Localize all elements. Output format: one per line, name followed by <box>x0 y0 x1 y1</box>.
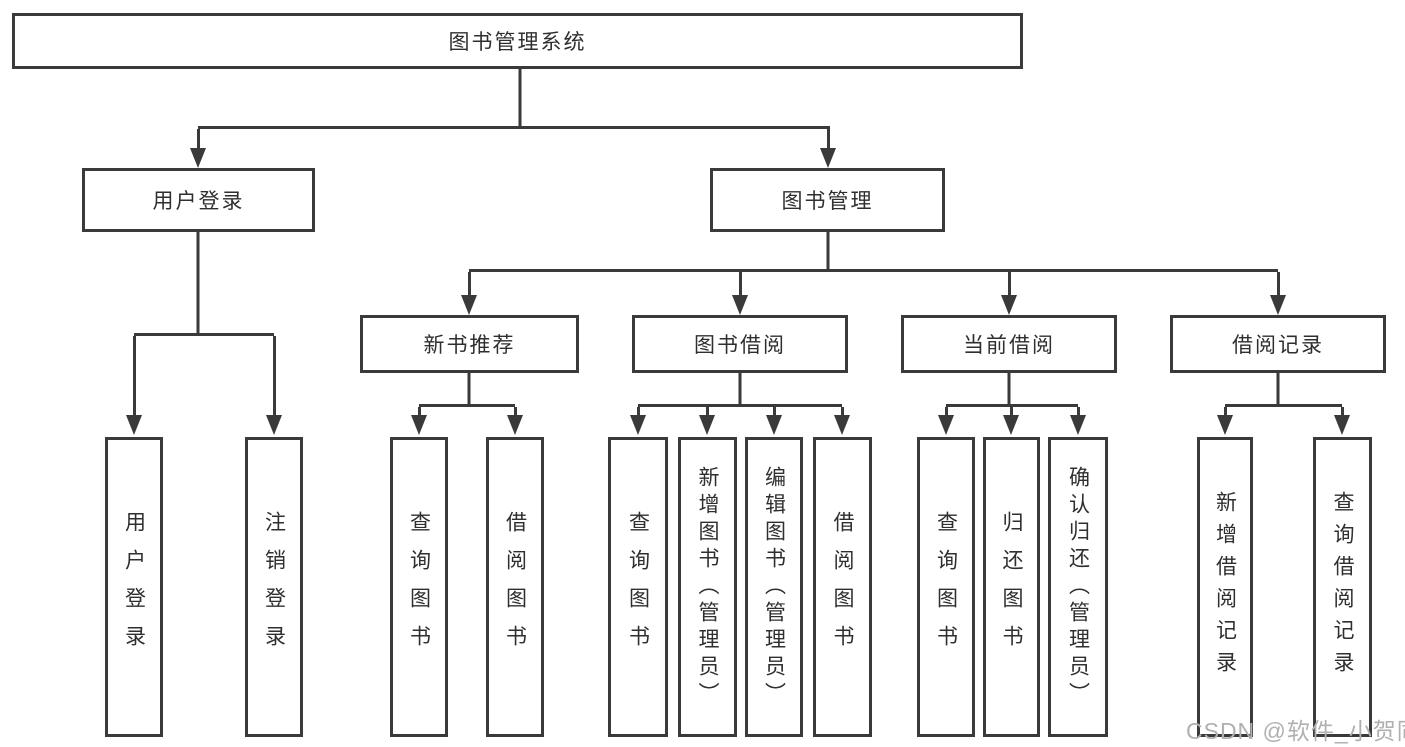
arrow-leaf <box>938 407 954 435</box>
leaf-return-book: 归还图书 <box>983 437 1040 737</box>
arrow-to-leaf-logout <box>266 336 282 435</box>
arrowhead-icon <box>834 415 850 435</box>
arrow-leaf <box>630 407 646 435</box>
leaf-edit-book-admin: 编辑图书（管理员） <box>745 437 803 737</box>
leaf-label: 查询借阅记录 <box>1331 491 1354 683</box>
leaf-label: 查询图书 <box>934 511 958 663</box>
leaf-label: 注销登录 <box>262 511 286 663</box>
arrowhead-icon <box>126 415 142 435</box>
arrowhead-icon <box>190 148 206 168</box>
connector-book-borrow-stem <box>738 373 742 407</box>
leaf-label: 借阅图书 <box>831 511 854 663</box>
connector-new-book-hline <box>419 404 515 407</box>
leaf-logout: 注销登录 <box>245 437 303 737</box>
arrowhead-icon <box>820 148 836 168</box>
leaf-label: 确认归还（管理员） <box>1066 465 1090 709</box>
arrow-to-book-management <box>820 129 836 168</box>
arrow-leaf <box>699 407 715 435</box>
connector-root-stem <box>518 69 522 129</box>
arrowhead-icon <box>266 415 282 435</box>
arrow-leaf <box>1217 407 1233 435</box>
node-borrow-records: 借阅记录 <box>1170 315 1386 373</box>
leaf-user-login: 用户登录 <box>105 437 163 737</box>
arrowhead-icon <box>461 295 477 315</box>
leaf-label: 新增借阅记录 <box>1213 491 1237 683</box>
arrow-to-user-login <box>190 129 206 168</box>
arrow-leaf <box>766 407 782 435</box>
arrowhead-icon <box>1270 295 1286 315</box>
arrow-to-book-borrow <box>732 272 748 315</box>
leaf-label: 查询图书 <box>407 511 431 663</box>
leaf-query-books-recommend: 查询图书 <box>390 437 448 737</box>
arrowhead-icon <box>411 415 427 435</box>
arrowhead-icon <box>1003 415 1019 435</box>
leaf-label: 用户登录 <box>122 511 146 663</box>
arrow-leaf <box>1003 407 1019 435</box>
arrowhead-icon <box>507 415 523 435</box>
leaf-add-borrow-record: 新增借阅记录 <box>1197 437 1253 737</box>
arrow-leaf <box>411 407 427 435</box>
connector-user-login-stem <box>196 232 200 336</box>
arrow-leaf <box>507 407 523 435</box>
arrowhead-icon <box>1217 415 1233 435</box>
connector-current-borrow-stem <box>1007 373 1011 407</box>
connector-book-management-stem <box>826 232 830 272</box>
connector-book-management-hline <box>469 269 1278 272</box>
connector-book-borrow-hline <box>638 404 842 407</box>
connector-current-borrow-hline <box>946 404 1078 407</box>
arrowhead-icon <box>1334 415 1350 435</box>
csdn-watermark: CSDN @软件_小贺同学 <box>1186 718 1405 744</box>
arrowhead-icon <box>1070 415 1086 435</box>
leaf-label: 借阅图书 <box>503 511 527 663</box>
node-user-login: 用户登录 <box>82 168 315 232</box>
node-new-book-recommend: 新书推荐 <box>360 315 579 373</box>
arrow-leaf <box>1334 407 1350 435</box>
arrowhead-icon <box>1001 295 1017 315</box>
arrow-to-current-borrow <box>1001 272 1017 315</box>
node-root: 图书管理系统 <box>12 13 1023 69</box>
arrow-to-leaf-user-login <box>126 336 142 435</box>
connector-borrow-records-stem <box>1276 373 1280 407</box>
connector-user-login-hline <box>134 333 274 336</box>
arrowhead-icon <box>732 295 748 315</box>
leaf-label: 新增图书（管理员） <box>696 465 719 709</box>
leaf-label: 编辑图书（管理员） <box>762 465 786 709</box>
leaf-confirm-return-admin: 确认归还（管理员） <box>1048 437 1108 737</box>
arrow-leaf <box>834 407 850 435</box>
arrowhead-icon <box>630 415 646 435</box>
arrow-to-new-book-recommend <box>461 272 477 315</box>
node-book-management: 图书管理 <box>710 168 945 232</box>
connector-root-hline <box>198 126 830 129</box>
leaf-label: 查询图书 <box>626 511 650 663</box>
arrowhead-icon <box>766 415 782 435</box>
arrowhead-icon <box>938 415 954 435</box>
leaf-add-book-admin: 新增图书（管理员） <box>678 437 737 737</box>
leaf-query-borrow-record: 查询借阅记录 <box>1313 437 1372 737</box>
leaf-query-books-current: 查询图书 <box>917 437 975 737</box>
arrow-leaf <box>1070 407 1086 435</box>
connector-borrow-records-hline <box>1225 404 1342 407</box>
leaf-borrow-books-recommend: 借阅图书 <box>486 437 544 737</box>
arrowhead-icon <box>699 415 715 435</box>
leaf-borrow-books-borrow: 借阅图书 <box>813 437 872 737</box>
node-book-borrow: 图书借阅 <box>632 315 848 373</box>
leaf-label: 归还图书 <box>1000 511 1023 663</box>
node-current-borrow: 当前借阅 <box>901 315 1117 373</box>
connector-new-book-stem <box>467 373 471 407</box>
leaf-query-books-borrow: 查询图书 <box>608 437 668 737</box>
arrow-to-borrow-records <box>1270 272 1286 315</box>
